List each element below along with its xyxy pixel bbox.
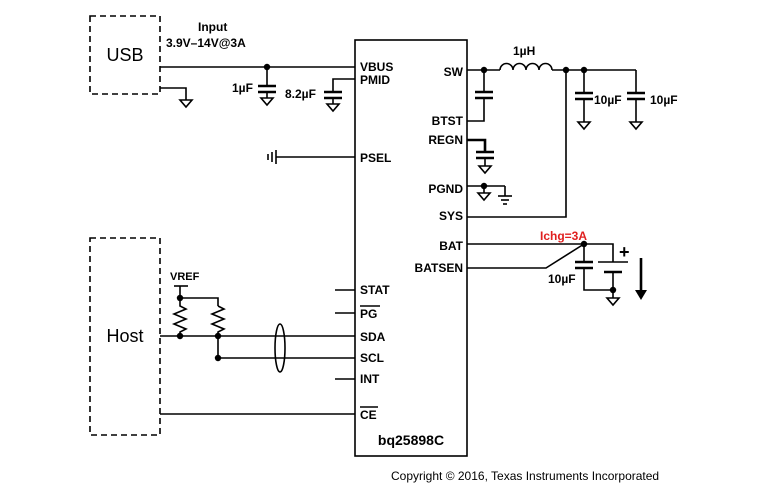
c-bat-value: 10µF (548, 272, 576, 286)
usb-ground-icon (160, 87, 194, 109)
capacitor-regn-icon (467, 138, 494, 175)
resistor-sda-icon (171, 298, 189, 336)
copyright-text: Copyright © 2016, Texas Instruments Inco… (391, 469, 659, 483)
c-pmid-value: 8.2µF (285, 87, 316, 101)
ichg-label: Ichg=3A (540, 229, 587, 243)
capacitor-bat-icon (575, 244, 613, 291)
usb-label: USB (106, 45, 143, 65)
battery-icon (598, 261, 628, 307)
pin-btst: BTST (432, 114, 464, 128)
host-label: Host (106, 326, 143, 346)
pin-sw: SW (444, 65, 464, 79)
pin-psel: PSEL (360, 151, 391, 165)
host-box (89, 237, 161, 436)
pin-stat: STAT (360, 283, 390, 297)
usb-box (89, 15, 161, 95)
c-vbus-value: 1µF (232, 81, 253, 95)
battery-junction (609, 286, 617, 294)
pin-pgnd: PGND (428, 182, 463, 196)
pin-pg: PG (360, 307, 377, 321)
battery-top-wire (584, 243, 614, 262)
sda-junction-2 (214, 332, 222, 340)
psel-ground-icon (267, 150, 355, 164)
pin-scl: SCL (360, 351, 384, 365)
vref-rail (180, 297, 219, 306)
inductor-icon (499, 62, 553, 71)
pin-sda: SDA (360, 330, 386, 344)
sda-junction (176, 332, 184, 340)
scl-junction (214, 354, 222, 362)
pin-ce: CE (360, 408, 377, 422)
sys-wire (467, 70, 567, 218)
capacitor-pmid-icon (324, 78, 355, 113)
inductor-value: 1µH (513, 44, 535, 58)
pgnd-ground-icon (467, 182, 512, 205)
pin-int: INT (360, 372, 380, 386)
capacitor-vbus-icon (258, 67, 276, 107)
pin-bat: BAT (439, 239, 463, 253)
capacitor-sys1-icon (575, 70, 593, 131)
capacitor-sys2-icon (627, 70, 645, 131)
capacitor-btst-icon (467, 70, 493, 122)
vref-label: VREF (170, 271, 200, 283)
arrow-down-icon (635, 258, 647, 300)
chip-body (354, 39, 468, 457)
resistor-scl-icon (209, 305, 227, 358)
chip-name: bq25898C (378, 432, 444, 448)
pin-pmid: PMID (360, 73, 390, 87)
c-sys2-value: 10µF (650, 93, 678, 107)
bus-ellipse (274, 323, 286, 373)
pin-vbus: VBUS (360, 60, 393, 74)
pin-sys: SYS (439, 209, 463, 223)
pin-batsen: BATSEN (415, 261, 463, 275)
input-title: Input (198, 20, 227, 34)
input-range: 3.9V–14V@3A (166, 36, 246, 50)
pin-regn: REGN (428, 133, 463, 147)
battery-plus: + (619, 242, 630, 262)
c-sys1-value: 10µF (594, 93, 622, 107)
batsen-wire (467, 243, 585, 269)
